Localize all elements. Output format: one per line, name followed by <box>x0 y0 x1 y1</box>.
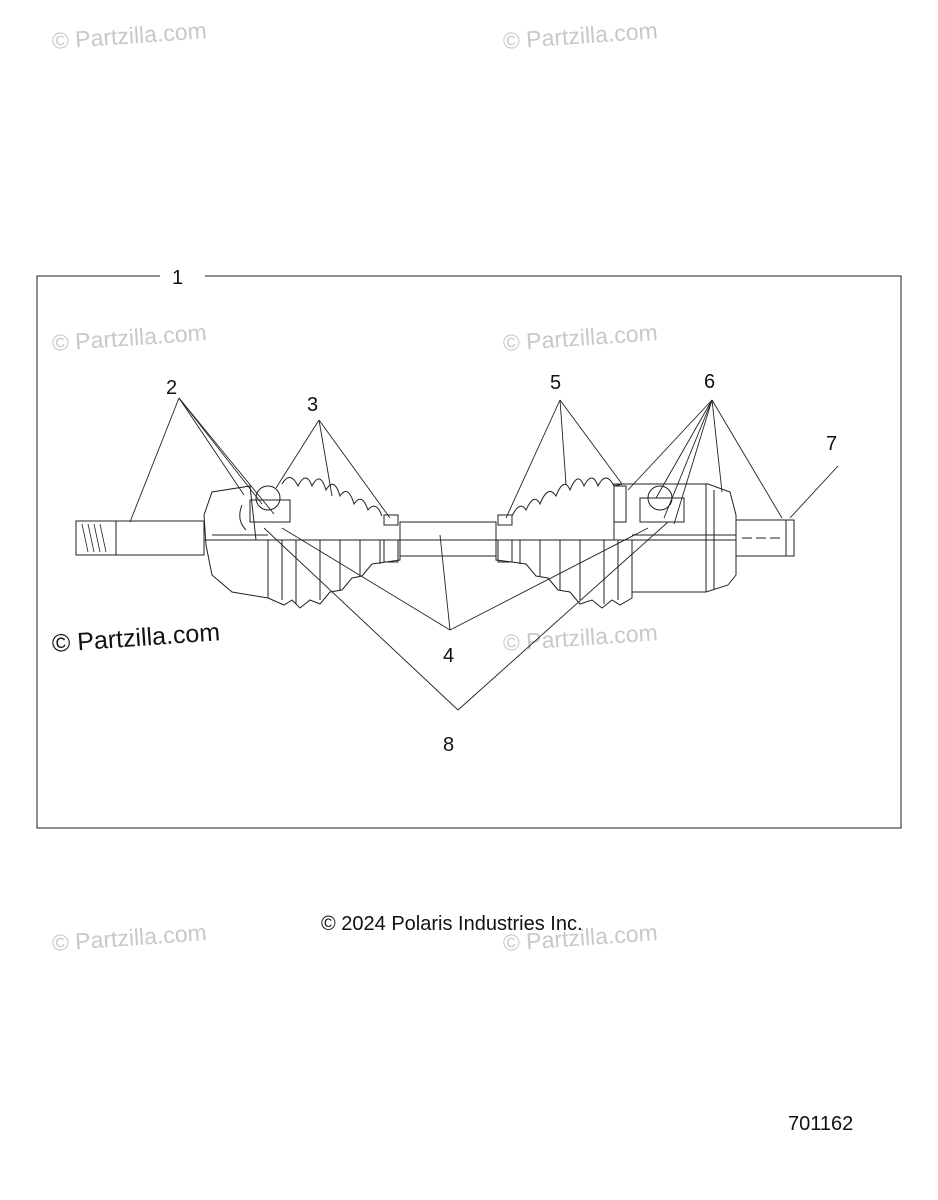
assembly-frame <box>36 275 902 829</box>
callout-2: 2 <box>166 377 178 399</box>
callout-7: 7 <box>826 433 838 455</box>
right-spline-stub <box>735 519 795 557</box>
callout-4: 4 <box>443 645 455 667</box>
left-cv-housing <box>203 485 269 599</box>
left-spline-stub <box>75 520 117 556</box>
copyright-notice: © 2024 Polaris Industries Inc. <box>321 913 583 935</box>
callout-3: 3 <box>307 394 319 416</box>
callout-1: 1 <box>172 267 184 289</box>
left-boot <box>267 540 401 609</box>
callout-5: 5 <box>550 372 562 394</box>
center-shaft <box>399 521 497 557</box>
callout-6: 6 <box>704 371 716 393</box>
right-boot <box>495 540 633 609</box>
right-cv-housing <box>613 483 737 593</box>
callout-8: 8 <box>443 734 455 756</box>
document-number: 701162 <box>788 1113 854 1135</box>
